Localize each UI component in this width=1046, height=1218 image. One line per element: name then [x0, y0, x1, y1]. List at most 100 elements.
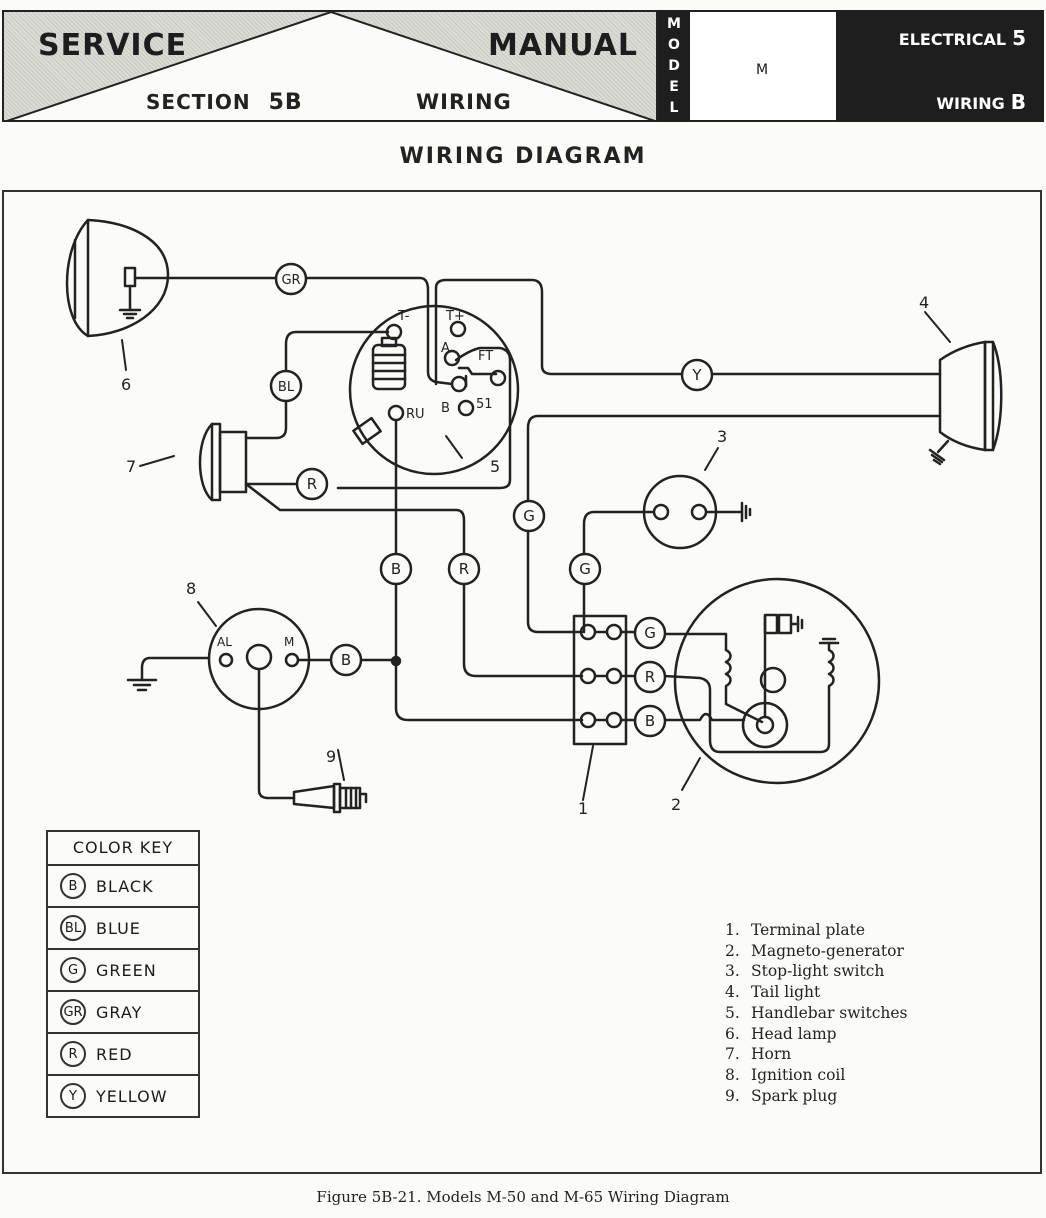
wire-color-badge: G	[633, 616, 667, 650]
section-number: 5B	[268, 90, 303, 115]
handlebar-switches	[336, 304, 520, 490]
component-legend: 1.Terminal plate 2. Magneto-generator 3. S…	[725, 920, 908, 1106]
wire-color-code: Y	[691, 366, 702, 384]
legend-number: 6.	[725, 1024, 740, 1043]
callout-number: 5	[490, 457, 500, 476]
legend-label: Terminal plate	[751, 921, 866, 939]
legend-item: 3. Stop-light switch	[725, 961, 908, 982]
wire-color-code: R	[307, 475, 317, 493]
switch-terminal-label: FT	[478, 349, 493, 364]
switch-terminal-label: B	[441, 401, 450, 416]
model-box: M	[690, 10, 836, 122]
horn	[198, 422, 248, 502]
callout-number: 2	[671, 795, 681, 814]
service-label: SERVICE	[38, 28, 188, 63]
model-letter: L	[669, 99, 679, 116]
switch-terminal-label: RU	[406, 407, 425, 422]
legend-item: 5.Handlebar switches	[725, 1003, 908, 1024]
switch-terminal-label: T+	[445, 309, 465, 324]
wire-color-badge: Y	[680, 358, 714, 392]
color-code-badge: R	[60, 1041, 86, 1067]
switch-terminal-label: A	[441, 341, 450, 356]
electrical-number: 5	[1012, 26, 1026, 50]
callout-number: 9	[326, 747, 336, 766]
wire-color-badge: B	[633, 704, 667, 738]
callout-number: 6	[121, 375, 131, 394]
callout-number: 1	[578, 799, 588, 818]
legend-label: Spark plug	[751, 1086, 838, 1105]
section-topic: WIRING	[416, 90, 512, 114]
stop-light-switch	[582, 474, 752, 634]
color-name: BLUE	[96, 918, 141, 938]
color-name: GREEN	[96, 960, 157, 980]
red-wire-main	[244, 482, 584, 678]
callout-leaders	[121, 311, 951, 801]
model-letter: E	[669, 78, 679, 95]
spark-plug	[292, 782, 368, 814]
coil-terminal-label: M	[284, 635, 294, 649]
legend-number: 2.	[725, 941, 740, 960]
color-name: GRAY	[96, 1002, 143, 1022]
legend-item: 9. Spark plug	[725, 1086, 908, 1107]
color-key-row: Y YELLOW	[48, 1076, 198, 1116]
color-code-badge: BL	[60, 915, 86, 941]
magneto-generator	[662, 577, 881, 785]
wire-color-code: B	[341, 651, 351, 669]
model-letter: M	[667, 16, 681, 33]
ignition-coil	[126, 607, 398, 800]
legend-label: Magneto-generator	[751, 941, 904, 960]
wire-color-badge: B	[329, 643, 363, 677]
legend-label: Head lamp	[751, 1024, 837, 1043]
yellow-wire	[434, 278, 942, 386]
wire-color-badge: G	[568, 552, 602, 586]
model-value: M	[756, 62, 769, 78]
black-wire-main	[394, 418, 584, 722]
wire-color-badge: GR	[274, 262, 308, 296]
model-strip: M O D E L	[658, 10, 690, 122]
wiring-label: WIRING	[936, 94, 1005, 113]
color-code-badge: B	[60, 873, 86, 899]
legend-label: Stop-light switch	[751, 962, 885, 981]
color-name: RED	[96, 1044, 133, 1064]
callout-number: 7	[126, 457, 136, 476]
legend-number: 3.	[725, 962, 740, 981]
banner-triangle	[6, 12, 656, 120]
wire-color-code: B	[645, 712, 655, 730]
wiring-letter: B	[1010, 90, 1026, 114]
diagram-frame	[2, 190, 1042, 1174]
wire-color-code: B	[391, 560, 401, 578]
wire-color-code: R	[459, 560, 469, 578]
legend-item: 6. Head lamp	[725, 1024, 908, 1045]
page-title: WIRING DIAGRAM	[399, 144, 647, 169]
manual-label: MANUAL	[488, 28, 638, 63]
gray-wire	[133, 276, 454, 386]
switch-terminal-label: 51	[476, 397, 493, 412]
tail-light	[928, 340, 1003, 466]
wire-color-code: G	[523, 507, 535, 525]
wire-color-badge: G	[512, 499, 546, 533]
head-lamp	[65, 218, 170, 338]
coil-terminal-label: AL	[217, 635, 232, 649]
model-letter: D	[668, 57, 680, 74]
legend-number: 9.	[725, 1086, 740, 1105]
switch-terminal-label: T-	[397, 309, 410, 324]
color-key-row: BL BLUE	[48, 908, 198, 950]
color-code-badge: Y	[60, 1083, 86, 1109]
legend-item: 1.Terminal plate	[725, 920, 908, 941]
wire-color-code: BL	[278, 380, 295, 395]
wire-color-code: R	[645, 668, 655, 686]
color-name: YELLOW	[96, 1086, 168, 1106]
legend-label: Horn	[751, 1045, 792, 1064]
color-key-title: COLOR KEY	[48, 832, 198, 866]
legend-number: 5.	[725, 1003, 740, 1022]
callout-number: 8	[186, 579, 196, 598]
callout-number: 3	[717, 427, 727, 446]
wire-color-badge: BL	[269, 369, 303, 403]
wiring-chapter: WIRING B	[936, 90, 1026, 114]
